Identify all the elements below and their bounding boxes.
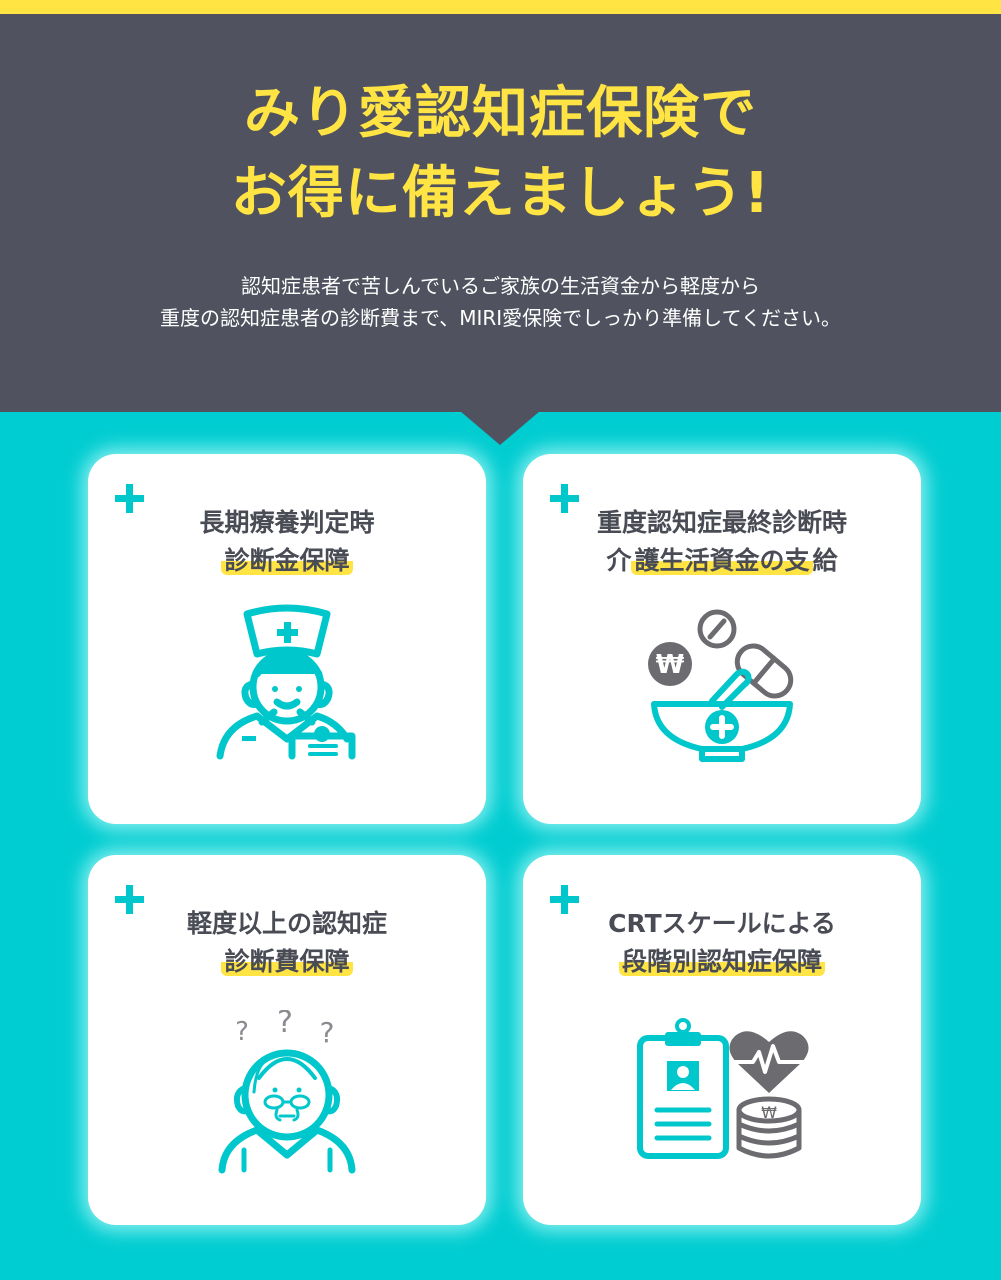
card-title: 長期療養判定時 診断金保障 xyxy=(88,504,486,580)
card-title-line-1: CRTスケールによる xyxy=(608,909,836,938)
card-title-line-2: 介護生活資金の支給 xyxy=(523,542,921,580)
card-title: 軽度以上の認知症 診断費保障 xyxy=(88,905,486,981)
card-title-line-2: 診断金保障 xyxy=(88,542,486,580)
confused-elderly-person-icon: ? ? ? xyxy=(88,1010,486,1179)
card-title-highlight: 護生活資金の支 xyxy=(631,546,813,575)
plus-icon xyxy=(115,885,145,915)
plus-icon xyxy=(115,484,145,514)
card-title-highlight: 診断金保障 xyxy=(221,546,353,575)
svg-text:?: ? xyxy=(320,1016,335,1049)
hero-header xyxy=(0,14,1001,412)
card-title-line-2: 段階別認知症保障 xyxy=(523,943,921,981)
card-title-line-1: 軽度以上の認知症 xyxy=(186,909,387,938)
card-title-plain: 介 xyxy=(606,546,632,575)
card-title: CRTスケールによる 段階別認知症保障 xyxy=(523,905,921,981)
benefit-card-mild-diagnosis: 軽度以上の認知症 診断費保障 ? ? ? xyxy=(88,855,486,1225)
svg-text:?: ? xyxy=(235,1017,249,1047)
benefit-card-care-living-funds: 重度認知症最終診断時 介護生活資金の支給 ₩ xyxy=(523,454,921,824)
card-title: 重度認知症最終診断時 介護生活資金の支給 xyxy=(523,504,921,580)
benefit-card-long-term-care: 長期療養判定時 診断金保障 xyxy=(88,454,486,824)
page-subtitle: 認知症患者で苦しんでいるご家族の生活資金から軽度から 重度の認知症患者の診断費ま… xyxy=(0,270,1001,334)
medical-chart-heart-coins-icon: ₩ xyxy=(523,1018,921,1167)
card-title-plain: 給 xyxy=(812,546,838,575)
card-title-highlight: 段階別認知症保障 xyxy=(618,947,825,976)
svg-text:₩: ₩ xyxy=(656,650,685,680)
card-title-line-1: 重度認知症最終診断時 xyxy=(596,508,847,537)
plus-icon xyxy=(550,885,580,915)
benefit-card-crt-scale: CRTスケールによる 段階別認知症保障 ₩ xyxy=(523,855,921,1225)
subtitle-line-1: 認知症患者で苦しんでいるご家族の生活資金から軽度から xyxy=(241,274,760,298)
title-line-2: お得に備えましょう! xyxy=(230,161,771,226)
page-title: みり愛認知症保険で お得に備えましょう! xyxy=(0,74,1001,234)
card-title-line-1: 長期療養判定時 xyxy=(199,508,375,537)
mortar-pestle-pills-won-icon: ₩ xyxy=(523,609,921,768)
title-line-1: みり愛認知症保険で xyxy=(244,81,757,146)
nurse-with-clipboard-icon xyxy=(88,604,486,768)
top-accent-bar xyxy=(0,0,1001,14)
subtitle-line-2: 重度の認知症患者の診断費まで、MIRI愛保険でしっかり準備してください。 xyxy=(160,306,841,330)
card-title-highlight: 診断費保障 xyxy=(221,947,353,976)
svg-text:?: ? xyxy=(277,1010,293,1040)
header-pointer-notch xyxy=(460,411,540,445)
card-title-line-2: 診断費保障 xyxy=(88,943,486,981)
plus-icon xyxy=(550,484,580,514)
svg-text:₩: ₩ xyxy=(761,1103,777,1122)
